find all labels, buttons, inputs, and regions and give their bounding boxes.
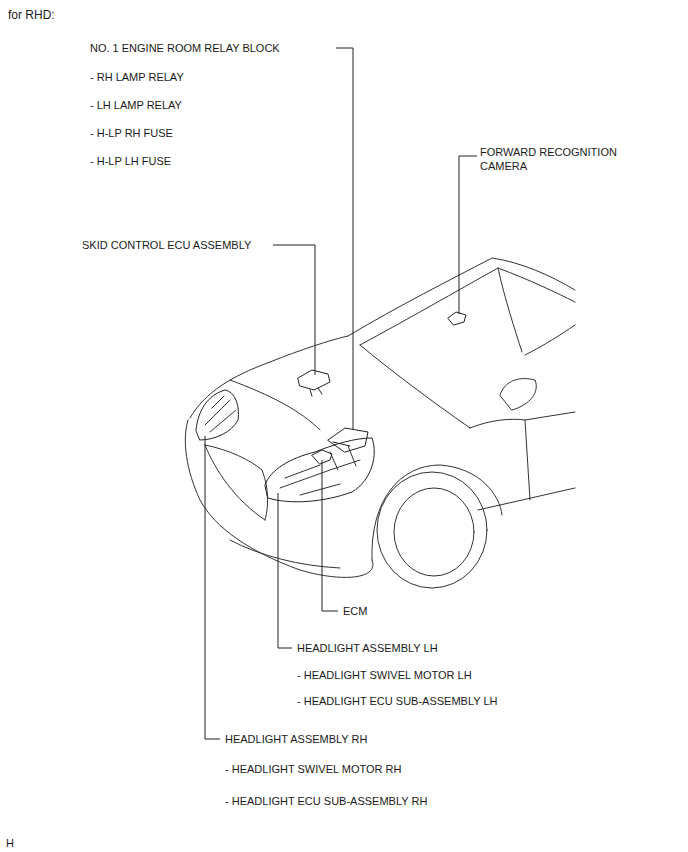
part-label: - LH LAMP RELAY [90,98,182,112]
part-label: - H-LP RH FUSE [90,126,173,140]
bumper [185,420,373,577]
headlight-assembly-rh [196,390,238,440]
part-label: - HEADLIGHT ECU SUB-ASSEMBLY RH [225,794,427,808]
headlight-lh-detail [280,446,360,495]
headlight-rh-detail [205,396,236,432]
shoulder-line [470,412,575,428]
grille-left [205,445,265,520]
lower-intake [230,540,340,568]
leader-line [336,48,353,430]
part-label: - HEADLIGHT SWIVEL MOTOR LH [297,668,472,682]
part-label: - HEADLIGHT ECU SUB-ASSEMBLY LH [297,694,498,708]
window-line [525,325,575,355]
part-label: ECM [343,604,367,618]
roof-line [348,258,575,336]
leader-line [459,156,477,314]
leader-line [205,436,220,739]
part-label: - H-LP LH FUSE [90,154,171,168]
part-label: FORWARD RECOGNITION CAMERA [480,145,630,173]
leader-line [273,245,315,375]
door-line [525,420,530,500]
part-label: HEADLIGHT ASSEMBLY RH [225,732,367,746]
tire [377,472,487,588]
leader-line [322,460,338,611]
hood-side [360,345,470,428]
skid-control-ecu [298,370,330,396]
part-label: NO. 1 ENGINE ROOM RELAY BLOCK [90,41,280,55]
grille [205,445,268,520]
part-label: H [6,836,14,850]
page-heading: for RHD: [8,8,55,22]
relay-block [328,428,368,452]
part-label: SKID CONTROL ECU ASSEMBLY [82,238,251,252]
headlight-assembly-lh [265,438,374,502]
part-label: - RH LAMP RELAY [90,70,184,84]
leader-line [278,493,292,648]
windshield-frame [360,268,575,345]
rim [394,488,474,576]
forward-camera [448,312,466,325]
part-label: HEADLIGHT ASSEMBLY LH [297,641,438,655]
mirror [500,379,536,410]
part-label: - HEADLIGHT SWIVEL MOTOR RH [225,762,401,776]
wheel-arch [372,465,502,560]
a-pillar [498,268,522,352]
